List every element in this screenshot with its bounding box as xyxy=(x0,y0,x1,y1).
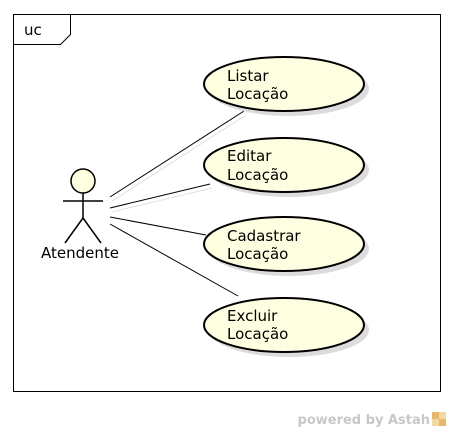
actor-atendente[interactable]: Atendente xyxy=(41,168,119,262)
use-case-label-line2: Locação xyxy=(227,325,288,343)
astah-watermark: powered by Astah xyxy=(298,412,446,428)
use-case-cadastrar-locacao[interactable]: Cadastrar Locação xyxy=(203,216,369,276)
use-case-editar-locacao[interactable]: Editar Locação xyxy=(203,137,369,197)
powered-by-text: powered by Astah xyxy=(298,413,430,428)
use-case-ellipse xyxy=(203,297,365,353)
use-case-label-line2: Locação xyxy=(227,85,288,103)
frame-label-tab xyxy=(13,14,71,45)
actor-left-leg xyxy=(64,217,84,244)
association-shadow-listar xyxy=(111,114,247,202)
use-case-label-line1: Editar xyxy=(227,147,272,165)
use-case-label-line1: Excluir xyxy=(227,307,278,325)
frame-border xyxy=(13,14,441,392)
association-cadastrar xyxy=(109,216,207,236)
use-case-label-line2: Locação xyxy=(227,166,288,184)
use-case-ellipse xyxy=(203,56,365,112)
use-case-ellipse xyxy=(203,216,365,272)
use-case-listar-locacao[interactable]: Listar Locação xyxy=(203,56,369,116)
association-excluir xyxy=(109,223,239,297)
use-case-label-line1: Cadastrar xyxy=(227,227,301,245)
astah-logo-icon xyxy=(432,412,446,426)
use-case-excluir-locacao[interactable]: Excluir Locação xyxy=(203,297,369,357)
uc-frame: uc xyxy=(13,14,441,392)
association-editar xyxy=(109,183,211,209)
frame-label: uc xyxy=(24,21,42,39)
associations xyxy=(109,110,247,297)
association-listar xyxy=(109,110,245,198)
actor-name: Atendente xyxy=(41,244,119,262)
use-case-label-line2: Locação xyxy=(227,245,288,263)
actor-right-leg xyxy=(82,217,102,244)
association-shadow-editar xyxy=(111,187,213,213)
actor-head xyxy=(70,168,96,194)
use-case-ellipse xyxy=(203,137,365,193)
use-case-label-line1: Listar xyxy=(227,67,269,85)
